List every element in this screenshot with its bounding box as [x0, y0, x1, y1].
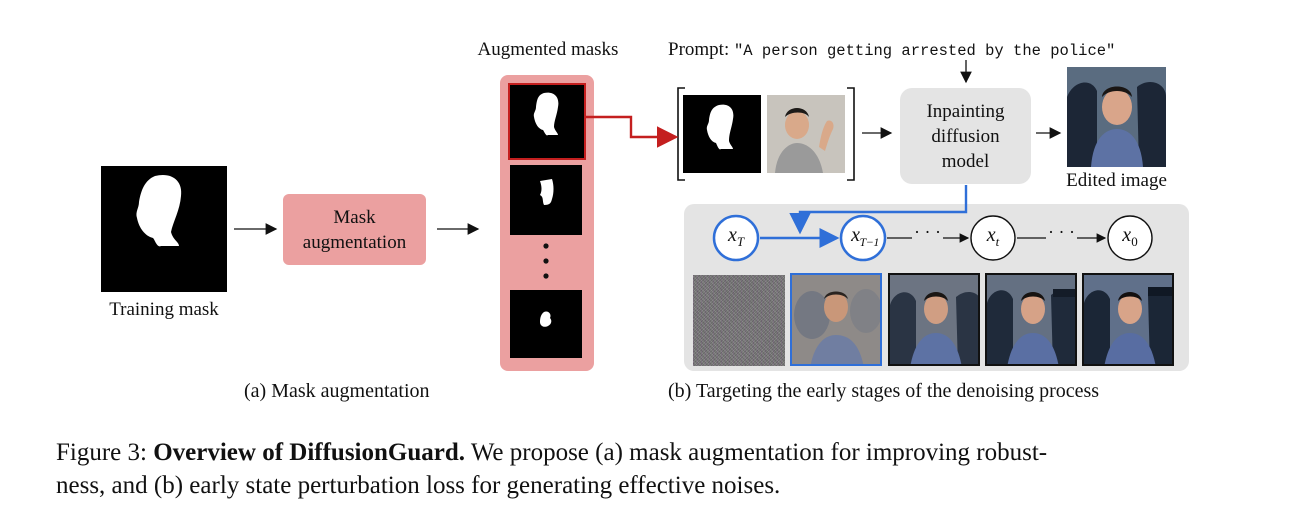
caption-title: Overview of DiffusionGuard. [153, 439, 466, 466]
state-xT-node [712, 214, 760, 262]
training-mask-label: Training mask [109, 299, 219, 320]
state-xt-node [970, 215, 1016, 261]
chain-dots-1: · · · [912, 222, 943, 243]
augmented-mask-2 [510, 165, 582, 235]
augmented-masks-label: Augmented masks [477, 39, 619, 60]
figure-caption: Figure 3: Overview of DiffusionGuard. We… [56, 436, 1256, 502]
state-xT-label: xT [727, 224, 745, 249]
state-x0-sub: 0 [1131, 234, 1138, 249]
subcaption-a: (a) Mask augmentation [244, 380, 430, 402]
caption-body-1: We propose (a) mask augmentation for imp… [465, 439, 1048, 466]
vertical-ellipsis [542, 240, 550, 284]
inpainting-model-box: Inpainting diffusion model [900, 88, 1031, 184]
inpaint-line3: model [941, 150, 990, 172]
mask-aug-line2: augmentation [302, 231, 407, 253]
inpaint-line1: Inpainting [926, 100, 1005, 122]
caption-line2: ness, and (b) early state perturbation l… [56, 472, 781, 499]
caption-prefix: Figure 3: [56, 439, 154, 466]
prompt-text: "A person getting arrested by the police… [733, 42, 1116, 60]
augmented-mask-3 [510, 290, 582, 358]
augmented-mask-1 [508, 83, 586, 160]
frame-mid2 [985, 273, 1077, 366]
edited-image [1067, 67, 1166, 167]
state-xT1-label: xT−1 [851, 224, 880, 249]
subcaption-b: (b) Targeting the early stages of the de… [668, 380, 1100, 402]
frame-x0 [1082, 273, 1174, 366]
state-xT1-sub: T−1 [859, 235, 880, 249]
mask-augmentation-box: Mask augmentation [283, 194, 426, 265]
state-xt-label: xt [986, 224, 1000, 249]
inpaint-line2: diffusion [931, 125, 1000, 147]
state-chain [684, 204, 1189, 276]
training-mask-image [101, 166, 227, 292]
state-xT-sub: T [736, 234, 745, 249]
state-xt-sub: t [995, 234, 1000, 249]
chain-dots-2: · · · [1046, 222, 1077, 243]
mask-aug-line1: Mask [333, 206, 376, 228]
input-mask-image [683, 95, 761, 173]
state-x0-node [1107, 215, 1153, 261]
frame-noise [693, 275, 785, 366]
edited-image-label: Edited image [1066, 170, 1167, 191]
frame-mid1 [888, 273, 980, 366]
prompt-line: Prompt: "A person getting arrested by th… [668, 39, 1115, 61]
input-person-photo [767, 95, 845, 173]
prompt-prefix: Prompt: [668, 39, 734, 60]
caption-line1: Figure 3: Overview of DiffusionGuard. We… [56, 436, 1256, 469]
frame-xT1 [790, 273, 882, 366]
state-x0-label: x0 [1122, 224, 1138, 249]
state-xT1-node [839, 214, 887, 262]
